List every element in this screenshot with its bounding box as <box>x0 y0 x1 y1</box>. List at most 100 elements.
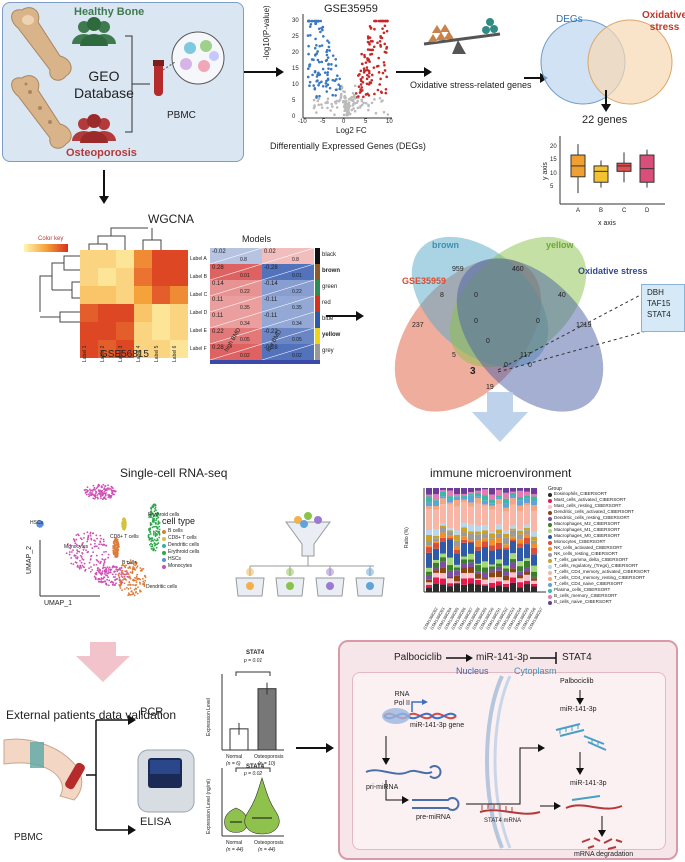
cell-type-swatch <box>162 551 166 555</box>
cell-type-legend-item: Dendritic cells <box>168 542 200 548</box>
umap-cell <box>116 548 119 551</box>
umap-cell <box>141 568 143 571</box>
umap-cell <box>36 521 39 524</box>
volcano-point <box>312 98 316 102</box>
volcano-point <box>358 106 362 109</box>
umap-cell <box>96 537 98 540</box>
volcano-point <box>347 98 351 101</box>
umap-cell <box>114 551 117 554</box>
volcano-point <box>338 77 342 81</box>
immune-bar-segment <box>517 587 523 592</box>
immune-bar-segment <box>482 504 488 506</box>
immune-bar-segment <box>440 525 446 528</box>
immune-bar-segment <box>489 564 495 567</box>
immune-bar-segment <box>461 562 467 568</box>
volcano-point <box>315 79 319 83</box>
volcano-point <box>334 64 338 67</box>
umap-cell <box>131 583 133 586</box>
immune-bar-segment <box>440 573 446 579</box>
immune-bar-segment <box>468 494 474 496</box>
immune-bar-segment <box>468 583 474 592</box>
umap-cell <box>109 571 112 574</box>
immune-bar-segment <box>440 541 446 554</box>
heatmap-row-label: Label B <box>190 274 207 280</box>
umap-cell <box>102 540 105 543</box>
immune-bar-segment <box>482 585 488 592</box>
immune-bar-segment <box>496 495 502 498</box>
umap-cell <box>156 527 159 530</box>
umap-cell <box>80 556 83 558</box>
immune-legend-item: Macrophages_M0_CIBERSORT <box>554 533 621 538</box>
umap-cell <box>151 520 154 523</box>
umap-cell <box>142 567 145 570</box>
tube-cell <box>286 568 294 576</box>
immune-bar-segment <box>510 577 516 583</box>
umap-cell <box>107 584 110 587</box>
immune-bar-segment <box>510 562 516 569</box>
volcano-point <box>380 36 384 40</box>
immune-bar-segment <box>524 528 530 531</box>
immune-bar-segment <box>517 566 523 572</box>
pbmc-cells-icon <box>162 31 225 85</box>
volcano-point <box>369 81 373 85</box>
umap-cell <box>127 562 129 565</box>
volcano-point <box>368 25 372 28</box>
volcano-point <box>334 101 338 105</box>
umap-cell <box>82 565 85 568</box>
immune-bar-segment <box>461 501 467 523</box>
umap-cell <box>135 566 138 569</box>
umap-cell <box>69 544 72 546</box>
model-corr-value: -0.14 <box>264 281 278 287</box>
immune-bar-segment <box>468 502 474 507</box>
umap-cell <box>136 565 139 568</box>
volcano-point <box>347 110 351 114</box>
volcano-point <box>317 103 320 107</box>
box-category: A <box>576 208 581 214</box>
umap-cell <box>88 493 90 496</box>
umap-cell <box>72 563 75 566</box>
umap-cell <box>109 570 111 572</box>
umap-cell <box>76 564 79 567</box>
immune-bar-segment <box>489 566 495 570</box>
umap-cell <box>157 513 160 516</box>
violin-ylabel: Expression Level (ng/ml) <box>206 778 212 834</box>
umap-cell <box>97 497 99 500</box>
immune-bar-segment <box>531 565 537 572</box>
immune-bar-segment <box>496 529 502 534</box>
umap-cell <box>103 551 105 553</box>
volcano-point <box>359 83 363 86</box>
umap-cell <box>114 539 117 541</box>
immune-bar-segment <box>461 536 467 540</box>
umap-cell <box>107 570 110 572</box>
immune-bar-segment <box>524 495 530 499</box>
immune-bar-segment <box>482 561 488 568</box>
volcano-point <box>368 71 371 75</box>
volcano-point <box>326 106 329 110</box>
umap-cell <box>157 520 160 523</box>
model-cell-split <box>209 279 315 297</box>
umap-cell <box>119 587 122 589</box>
immune-bar-segment <box>454 553 460 565</box>
immune-bar-segment <box>503 549 509 566</box>
volcano-point <box>330 102 333 106</box>
heatmap-cell <box>80 304 98 322</box>
immune-bar-segment <box>447 557 453 566</box>
immune-bar-segment <box>426 534 432 542</box>
volcano-point <box>378 83 382 86</box>
volcano-point <box>315 94 318 98</box>
umap-cell <box>97 547 100 550</box>
umap-cell <box>129 584 132 587</box>
immune-bar-segment <box>433 494 439 501</box>
heatmap-col-label: Label 6 <box>172 345 178 362</box>
venn4-count: 40 <box>558 292 566 299</box>
umap-cell <box>121 569 124 572</box>
umap-cell <box>93 494 96 497</box>
umap-cell <box>156 515 159 518</box>
volcano-point <box>326 97 330 100</box>
immune-bar-segment <box>524 505 530 525</box>
umap-cell <box>99 569 102 571</box>
umap-cell <box>158 532 161 535</box>
umap-cell <box>132 591 134 594</box>
volcano-point <box>360 52 363 56</box>
immune-legend-item: B_cells_memory_CIBERSORT <box>554 593 618 598</box>
